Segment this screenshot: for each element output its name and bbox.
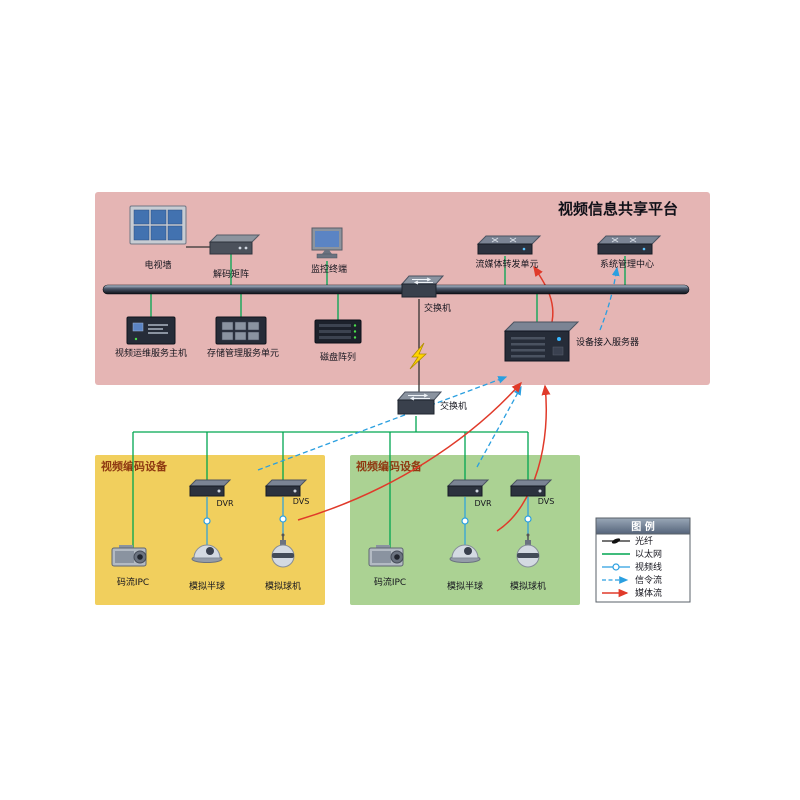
dome-camera-right-icon — [449, 544, 481, 563]
dome-right-label: 模拟半球 — [447, 580, 483, 592]
legend-video-label: 视频线 — [635, 561, 662, 573]
legend-box: 图 例 光纤 以太网 视频线 信令流 媒体流 — [595, 517, 691, 603]
video-node-icon — [461, 517, 469, 525]
dvs-right-icon — [509, 479, 553, 497]
ipc-left-label: 码流IPC — [117, 576, 149, 588]
video-node-icon — [203, 517, 211, 525]
ethernet-lines — [132, 254, 626, 550]
stream-forward-unit-label: 流媒体转发单元 — [475, 258, 538, 270]
fiber-lines — [186, 246, 420, 394]
dvr-right-label: DVR — [474, 499, 491, 508]
legend-item-signal: 信令流 — [602, 574, 662, 586]
ipc-left-icon — [111, 545, 147, 567]
tv-wall-icon — [129, 205, 187, 245]
video-ops-host-label: 视频运维服务主机 — [115, 347, 187, 359]
system-mgmt-center-icon — [596, 235, 662, 255]
ipc-right-icon — [368, 545, 404, 567]
access-server-label: 设备接入服务器 — [576, 336, 639, 348]
media-left-to-server — [297, 381, 523, 521]
signal-server-to-sysmgmt — [599, 266, 620, 331]
ptz-camera-left-icon — [271, 533, 295, 568]
page-title: 视频信息共享平台 — [558, 200, 678, 218]
legend-media-label: 媒体流 — [635, 587, 662, 599]
core-switch-top-label: 交换机 — [424, 302, 451, 314]
legend-item-video: 视频线 — [602, 561, 662, 573]
stream-forward-unit-icon — [476, 235, 542, 255]
dvs-left-icon — [264, 479, 308, 497]
storage-mgmt-unit-label: 存储管理服务单元 — [207, 347, 279, 359]
legend-fiber-label: 光纤 — [635, 535, 653, 547]
signal-right-to-server — [476, 385, 522, 468]
access-server-icon — [503, 321, 580, 362]
ipc-right-label: 码流IPC — [374, 576, 406, 588]
signal-flows — [257, 266, 620, 471]
dvr-right-icon — [446, 479, 490, 497]
legend-item-ethernet: 以太网 — [602, 548, 662, 560]
tv-wall-label: 电视墙 — [144, 259, 171, 271]
encode-left-title: 视频编码设备 — [101, 459, 168, 473]
dvs-left-label: DVS — [293, 497, 310, 506]
dvr-left-label: DVR — [216, 499, 233, 508]
ptz-right-label: 模拟球机 — [510, 580, 546, 592]
monitor-terminal-label: 监控终端 — [311, 263, 347, 275]
dome-left-label: 模拟半球 — [189, 580, 225, 592]
signal-left-to-server — [257, 376, 508, 471]
system-mgmt-center-label: 系统管理中心 — [600, 258, 654, 270]
storage-mgmt-unit-icon — [215, 316, 267, 345]
monitor-terminal-icon — [311, 227, 343, 259]
legend-header — [595, 517, 691, 535]
legend-signal-label: 信令流 — [635, 574, 662, 586]
dvs-right-label: DVS — [538, 497, 555, 506]
legend-title: 图 例 — [631, 520, 654, 533]
legend-body — [595, 533, 691, 603]
ptz-camera-right-icon — [516, 533, 540, 568]
media-right-to-server — [496, 384, 551, 532]
fiber-lens-icon — [611, 538, 621, 544]
legend-item-fiber: 光纤 — [602, 535, 653, 547]
disk-array-icon — [314, 319, 362, 344]
video-node-icon — [524, 515, 532, 523]
core-switch-top-icon — [400, 275, 445, 298]
ptz-left-label: 模拟球机 — [265, 580, 301, 592]
video-node-icon — [279, 515, 287, 523]
dome-camera-left-icon — [191, 544, 223, 563]
legend-item-media: 媒体流 — [602, 587, 662, 599]
dvr-left-icon — [188, 479, 232, 497]
legend-ethernet-label: 以太网 — [635, 548, 662, 560]
access-switch-icon — [396, 391, 443, 415]
video-ops-host-icon — [126, 316, 176, 345]
backbone-bus — [102, 284, 690, 295]
video-node-icon — [612, 563, 620, 571]
decoder-matrix-label: 解码矩阵 — [213, 268, 249, 280]
disk-array-label: 磁盘阵列 — [320, 351, 356, 363]
access-switch-label: 交换机 — [440, 400, 467, 412]
decoder-matrix-icon — [208, 234, 261, 255]
lightning-icon — [409, 342, 428, 370]
